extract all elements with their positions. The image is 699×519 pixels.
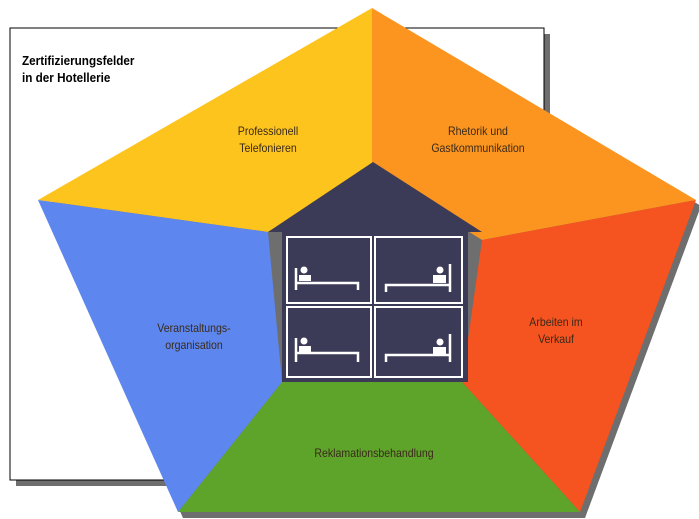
label-line: Gastkommunikation (431, 141, 525, 155)
sleeper-icon (433, 266, 446, 283)
title-line-2: in der Hotellerie (22, 70, 111, 85)
sleeper-icon (433, 338, 446, 355)
label-veranstaltungsorganisation: Veranstaltungs- organisation (157, 320, 230, 354)
bed-icon (294, 268, 360, 290)
bed-icon (294, 338, 360, 362)
bed-icon (384, 334, 452, 362)
title-line-1: Zertifizierungsfelder (22, 53, 135, 68)
sleeper-icon (299, 337, 311, 352)
label-reklamationsbehandlung: Reklamationsbehandlung (314, 445, 433, 462)
segment-reklamationsbehandlung (178, 382, 580, 512)
label-rhetorik-gastkommunikation: Rhetorik und Gastkommunikation (431, 123, 524, 157)
label-line: Rhetorik und (448, 124, 508, 138)
label-line: organisation (165, 338, 223, 352)
house-roof (268, 162, 482, 232)
segment-rhetorik-gastkommunikation (372, 8, 696, 240)
label-line: Arbeiten im (529, 315, 583, 329)
label-professionell-telefonieren: Professionell Telefonieren (238, 123, 298, 157)
diagram-title: Zertifizierungsfelder in der Hotellerie (22, 52, 134, 86)
segment-professionell-telefonieren (38, 8, 372, 232)
label-arbeiten-im-verkauf: Arbeiten im Verkauf (529, 314, 582, 348)
segment-veranstaltungsorganisation (38, 200, 282, 512)
room-bottom-left (286, 306, 372, 378)
label-line: Veranstaltungs- (157, 321, 231, 335)
room-bottom-right (374, 306, 463, 378)
label-line: Reklamationsbehandlung (314, 446, 434, 460)
label-line: Verkauf (538, 332, 574, 346)
sleeper-icon (299, 266, 311, 281)
label-line: Professionell (237, 124, 299, 138)
label-line: Telefonieren (239, 141, 297, 155)
bed-icon (384, 264, 452, 292)
room-top-right (374, 236, 463, 304)
segment-arbeiten-im-verkauf (462, 200, 696, 512)
room-top-left (286, 236, 372, 304)
house-icon (268, 162, 482, 382)
